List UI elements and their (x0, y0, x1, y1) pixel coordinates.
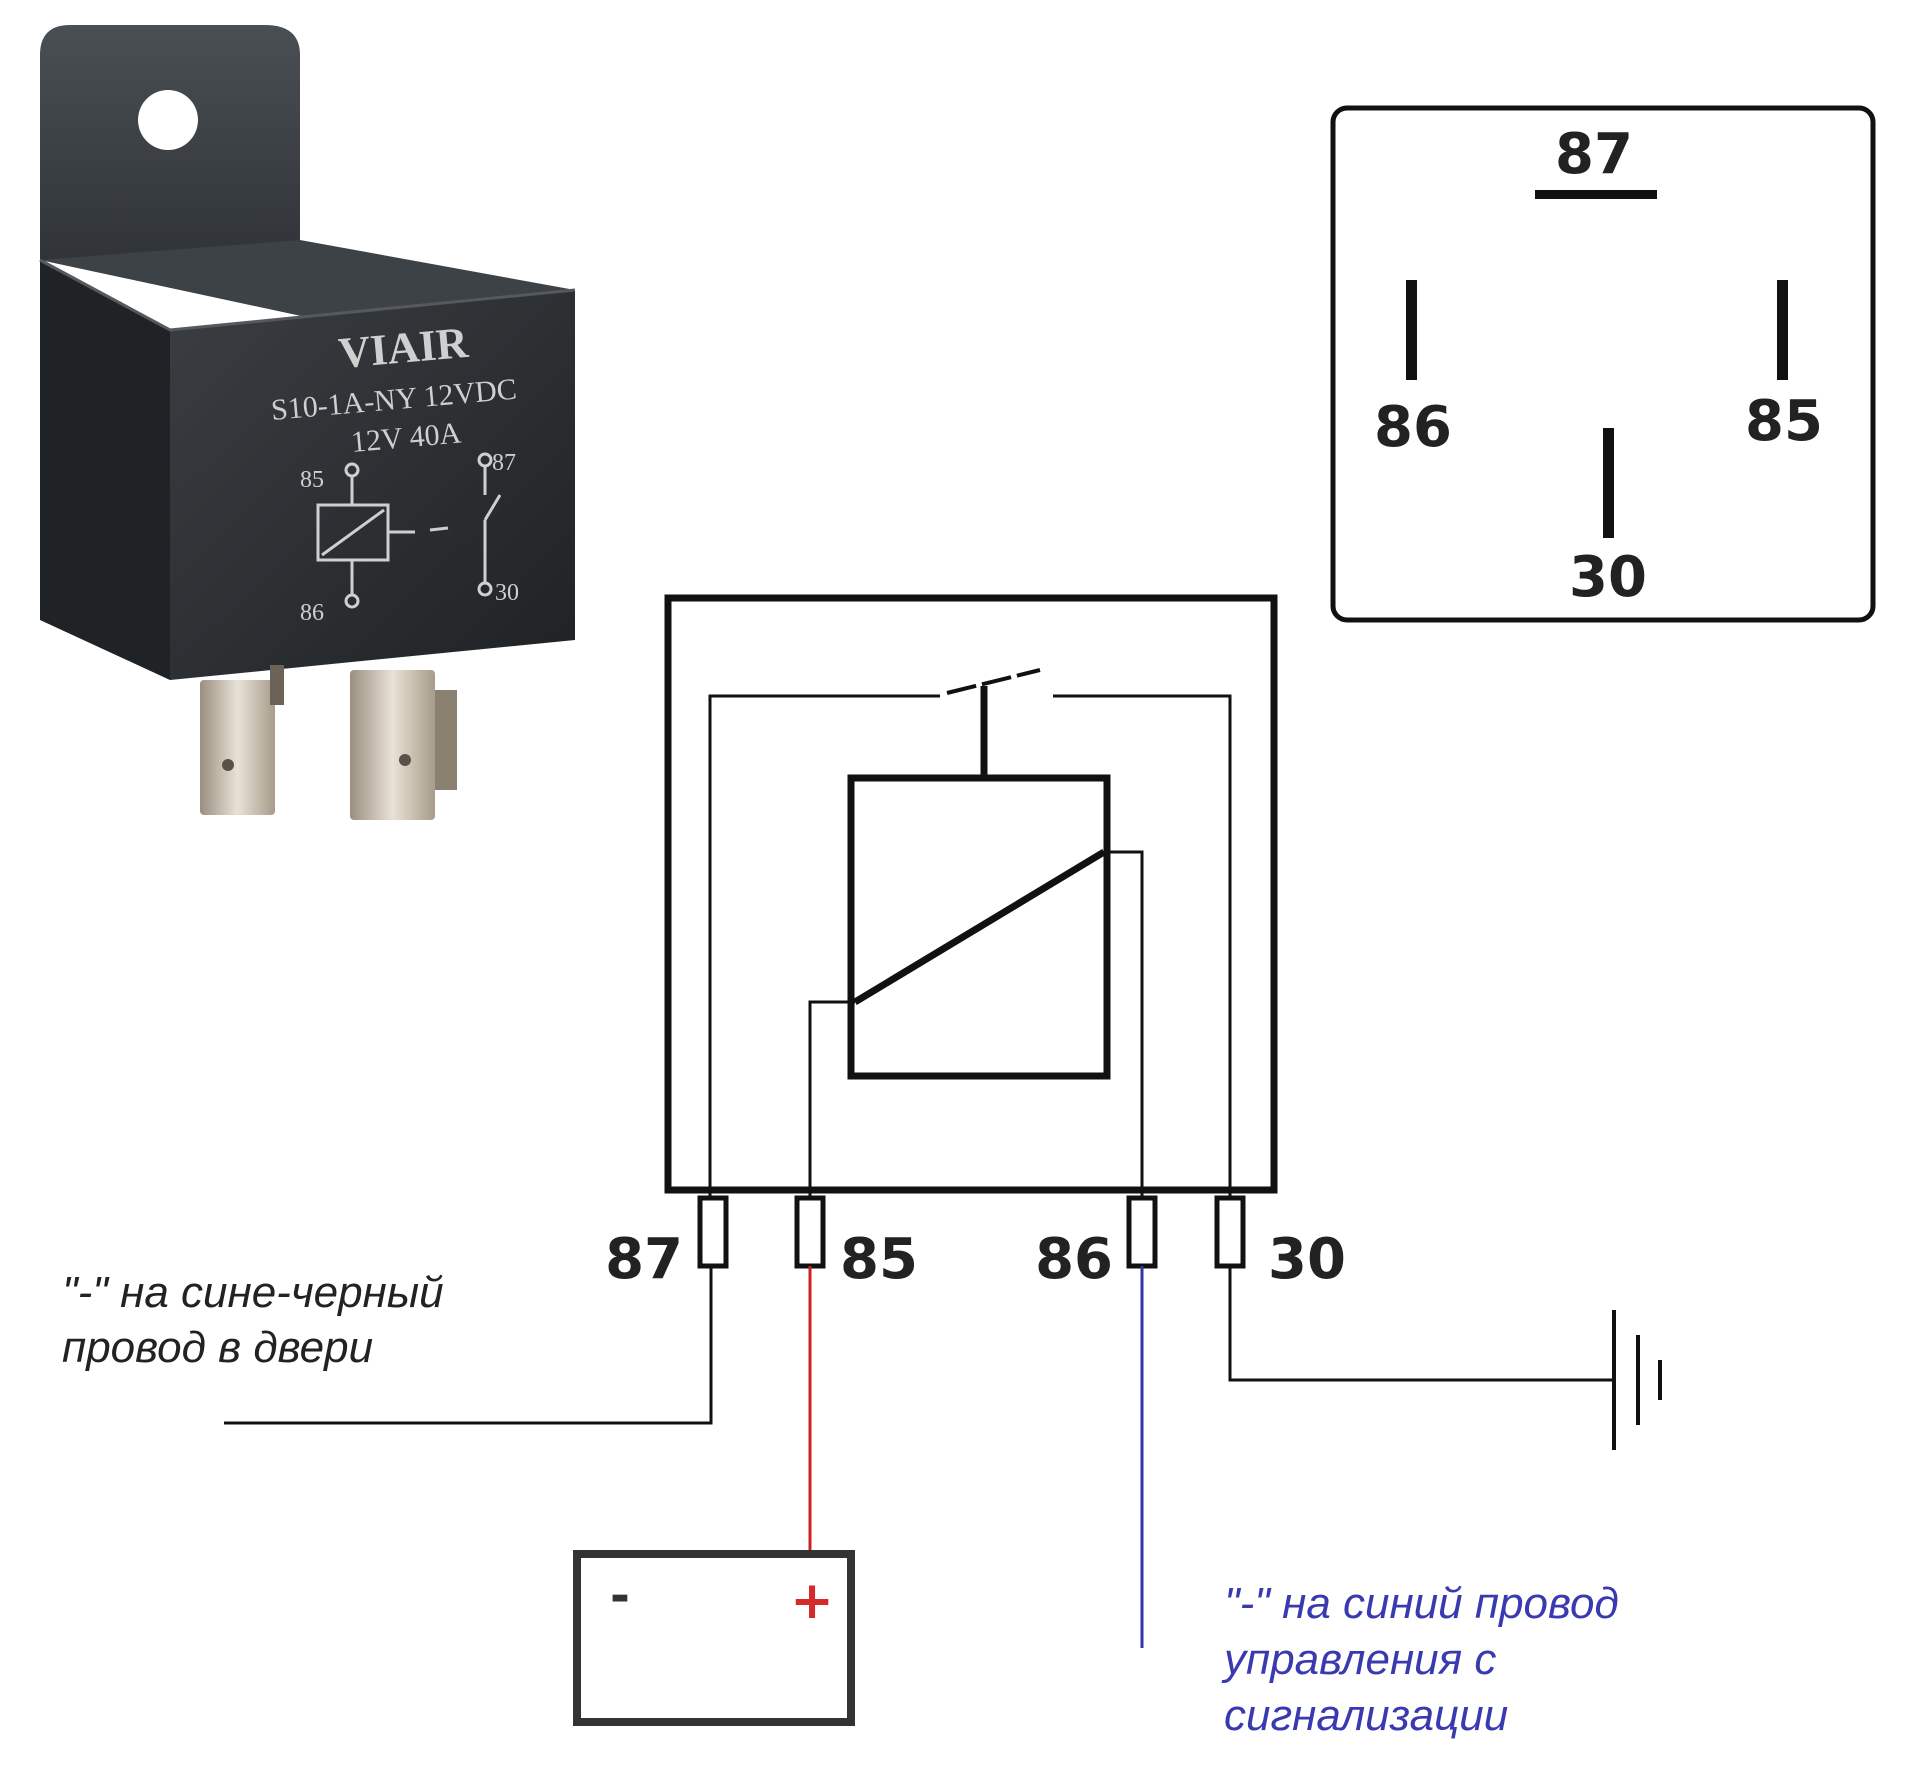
terminal-87 (697, 1195, 729, 1269)
coil-diagonal (853, 849, 1106, 1005)
pinout-label-86: 86 (1374, 395, 1452, 460)
pinout-diagram: 87 86 85 30 (1330, 105, 1876, 623)
relay-pin-86-label: 86 (300, 600, 324, 626)
relay-schematic: 87 85 86 30 (605, 594, 1346, 1292)
note-alarm-wire-line2: управления с (1221, 1635, 1496, 1684)
wire-30-internal (1053, 694, 1232, 1200)
schematic-label-87: 87 (605, 1227, 683, 1292)
battery: - + (573, 1550, 855, 1726)
note-door-wire-line2: провод в двери (62, 1323, 373, 1372)
relay-pin-85-label: 85 (300, 467, 324, 493)
note-door-wire-line1: "-" на сине-черный (62, 1268, 444, 1317)
switch-contact (946, 668, 1041, 695)
terminal-86 (1126, 1195, 1158, 1269)
schematic-label-30: 30 (1268, 1227, 1346, 1292)
note-alarm-wire-line1: "-" на синий провод (1224, 1579, 1619, 1628)
wire-86-internal (1107, 850, 1144, 1200)
ground-icon (1612, 1310, 1662, 1450)
battery-body (573, 1550, 855, 1726)
schematic-label-85: 85 (840, 1227, 918, 1292)
mounting-hole (138, 90, 198, 150)
battery-plus-label: + (790, 1571, 834, 1631)
terminal-85 (794, 1195, 826, 1269)
relay-pin-87-label: 87 (492, 450, 516, 476)
relay-front-face (170, 290, 575, 680)
pinout-pin-30 (1603, 428, 1614, 538)
relay-photo: VIAIR S10-1A-NY 12VDC 12V 40A 85 86 87 3… (39, 25, 576, 820)
wire-30-ground (1228, 1266, 1612, 1382)
terminal-30 (1214, 1195, 1246, 1269)
wire-87-door (224, 1266, 713, 1425)
wire-87-internal (708, 694, 940, 1200)
relay-brand: VIAIR (337, 318, 472, 378)
relay-pin-30-label: 30 (495, 580, 519, 606)
pinout-label-85: 85 (1745, 389, 1823, 454)
pinout-label-30: 30 (1569, 545, 1647, 610)
pinout-pin-85 (1777, 280, 1788, 380)
note-alarm-wire-line3: сигнализации (1224, 1691, 1508, 1740)
internal-wiring (708, 694, 1232, 1200)
relay-terminals (200, 665, 457, 820)
battery-minus-label: - (610, 1568, 630, 1624)
pinout-label-87: 87 (1555, 122, 1633, 187)
schematic-label-86: 86 (1035, 1227, 1113, 1292)
pinout-pin-87 (1535, 190, 1657, 199)
relay-top-face (40, 240, 575, 320)
pinout-pin-86 (1406, 280, 1417, 380)
relay-printed-symbol (316, 452, 502, 609)
wire-85-internal (808, 1000, 855, 1200)
pinout-frame (1330, 105, 1876, 623)
relay-side-face (40, 260, 170, 680)
